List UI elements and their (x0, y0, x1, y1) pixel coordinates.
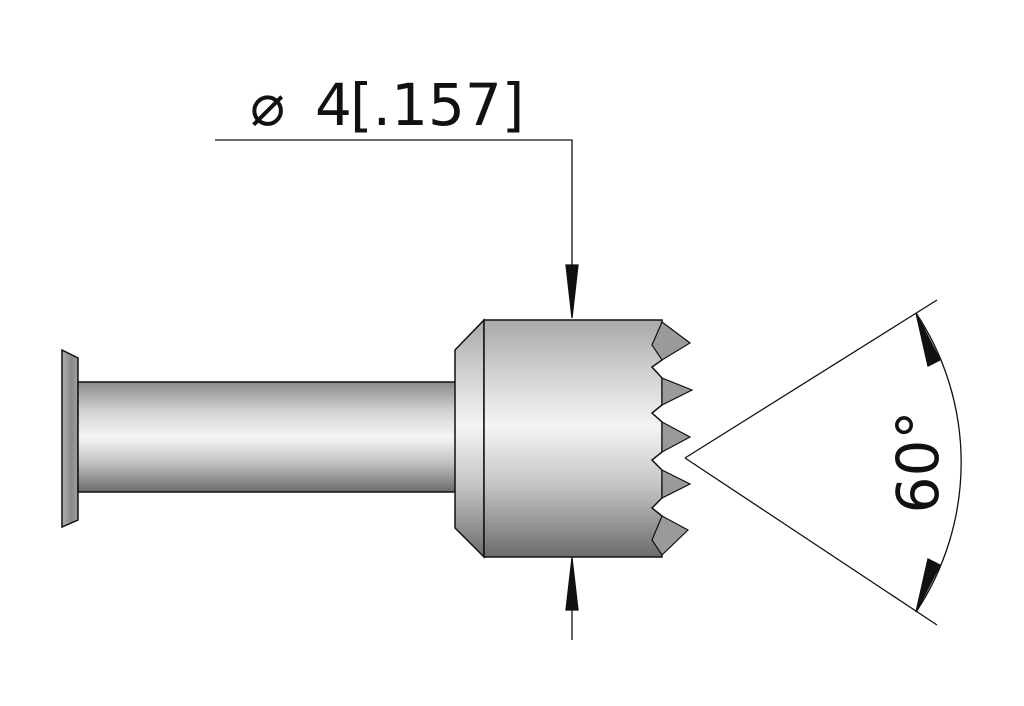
flange (61, 348, 79, 529)
diameter-alt-value: [.157] (350, 71, 524, 139)
cutter-teeth (651, 321, 694, 556)
angle-dimension (684, 299, 962, 626)
cutter-head (483, 319, 663, 558)
diameter-value: 4 (315, 71, 352, 139)
head-chamfer (454, 318, 485, 559)
diameter-dimension (215, 139, 579, 640)
angle-value: 60° (884, 411, 952, 514)
diameter-symbol: ⌀ (250, 71, 285, 139)
shaft (77, 381, 457, 493)
